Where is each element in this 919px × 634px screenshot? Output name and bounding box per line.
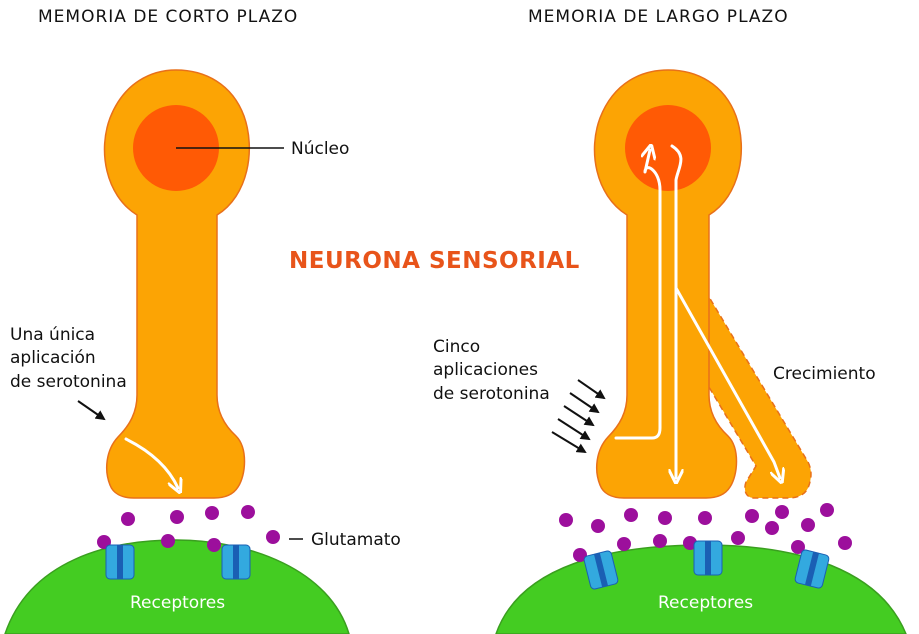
signal-path-to-growth: [674, 286, 780, 478]
sensory-neuron-left: [103, 69, 251, 499]
glutamate-molecule: [559, 513, 573, 527]
receptor-left-1: [105, 544, 135, 580]
glutamate-molecule: [775, 505, 789, 519]
single-application-label: Una única aplicación de serotonina: [10, 325, 127, 392]
glutamate-molecule: [731, 531, 745, 545]
long-term-title: MEMORIA DE LARGO PLAZO: [528, 7, 789, 27]
receptor-right-3: [794, 549, 830, 589]
glutamate-molecule: [591, 519, 605, 533]
glutamate-group-left: [97, 505, 280, 552]
glutamate-molecule: [266, 530, 280, 544]
glutamate-molecule: [241, 505, 255, 519]
growth-label: Crecimiento: [773, 364, 876, 384]
receptor-right-1: [583, 550, 619, 590]
postsynaptic-membrane-left: [4, 539, 350, 634]
glutamate-molecule: [765, 521, 779, 535]
signal-path-from-nucleus: [672, 144, 681, 478]
long-term-panel: Receptores Cinco aplicaciones de seroton…: [433, 69, 907, 634]
sensory-neuron-title: NEURONA SENSORIAL: [289, 248, 580, 274]
signal-arrow-left: [124, 437, 178, 488]
glutamate-molecule: [745, 509, 759, 523]
receptors-label-left: Receptores: [130, 593, 225, 613]
glutamate-label: Glutamato: [311, 530, 401, 550]
sensory-neuron-right: [593, 69, 743, 499]
glutamate-molecule: [205, 506, 219, 520]
glutamate-molecule: [820, 503, 834, 517]
five-applications-label: Cinco aplicaciones de serotonina: [433, 337, 550, 404]
glutamate-molecule: [653, 534, 667, 548]
glutamate-molecule: [791, 540, 805, 554]
glutamate-molecule: [838, 536, 852, 550]
glutamate-molecule: [161, 534, 175, 548]
glutamate-molecule: [801, 518, 815, 532]
glutamate-molecule: [617, 537, 631, 551]
receptors-label-right: Receptores: [658, 593, 753, 613]
serotonin-arrow-single: [77, 400, 106, 421]
short-term-panel: Receptores Núcleo Una única aplicación d…: [4, 69, 401, 634]
glutamate-molecule: [170, 510, 184, 524]
receptor-left-2: [221, 544, 251, 580]
nucleus-right: [625, 105, 711, 191]
glutamate-molecule: [698, 511, 712, 525]
glutamate-molecule: [658, 511, 672, 525]
glutamate-molecule: [207, 538, 221, 552]
receptor-right-2: [693, 540, 723, 576]
glutamate-molecule: [121, 512, 135, 526]
serotonin-arrows-five: [551, 379, 606, 454]
glutamate-group-right: [559, 503, 852, 562]
glutamate-molecule: [624, 508, 638, 522]
growth-branch: [699, 279, 812, 499]
glutamate-molecule: [573, 548, 587, 562]
signal-path-to-nucleus: [614, 150, 662, 440]
nucleus-label: Núcleo: [291, 139, 349, 159]
short-term-title: MEMORIA DE CORTO PLAZO: [38, 7, 298, 27]
